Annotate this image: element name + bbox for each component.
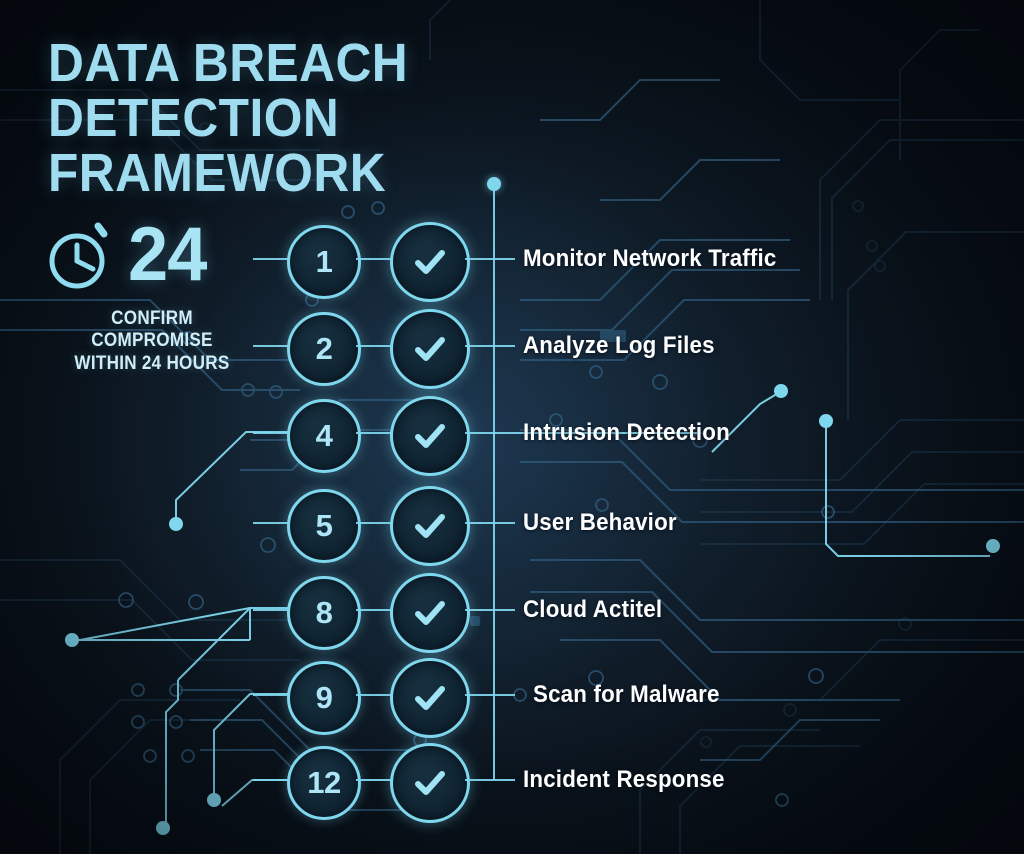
connector-right	[465, 258, 515, 260]
step-label: Incident Response	[523, 766, 725, 793]
deadline-caption-line1: CONFIRM COMPROMISE	[91, 308, 213, 352]
page-title-line2: FRAMEWORK	[48, 143, 387, 204]
connector-right	[465, 522, 515, 524]
deadline-value-row: 24	[46, 212, 258, 298]
page-title-line1: DATA BREACH DETECTION	[48, 33, 409, 149]
check-icon	[415, 514, 445, 538]
step-number-badge[interactable]: 1	[287, 225, 361, 299]
check-icon	[415, 601, 445, 625]
connector-mid	[356, 432, 392, 434]
connector-left	[253, 694, 289, 696]
connector-left	[253, 522, 289, 524]
step-number-badge[interactable]: 5	[287, 489, 361, 563]
connector-left	[253, 609, 289, 611]
step-row[interactable]: 9 Scan for Malware	[0, 650, 1024, 740]
check-icon	[415, 686, 445, 710]
timeline-spine-top-dot	[487, 177, 501, 191]
check-icon	[415, 771, 445, 795]
check-icon	[415, 424, 445, 448]
step-number-badge[interactable]: 2	[287, 312, 361, 386]
connector-left	[253, 779, 289, 781]
step-row[interactable]: 5 User Behavior	[0, 478, 1024, 568]
step-row[interactable]: 4 Intrusion Detection	[0, 388, 1024, 478]
step-label: Monitor Network Traffic	[523, 245, 777, 272]
step-status-badge[interactable]	[390, 396, 470, 476]
step-status-badge[interactable]	[390, 222, 470, 302]
step-row[interactable]: 12 Incident Response	[0, 735, 1024, 825]
step-label: Cloud Actitel	[523, 596, 663, 623]
connector-mid	[356, 694, 392, 696]
connector-mid	[356, 779, 392, 781]
connector-right	[465, 779, 515, 781]
step-number-badge[interactable]: 8	[287, 576, 361, 650]
connector-left	[253, 345, 289, 347]
deadline-caption: CONFIRM COMPROMISE WITHIN 24 HOURS	[57, 308, 248, 375]
connector-right	[465, 432, 697, 434]
connector-right	[465, 609, 515, 611]
step-status-badge[interactable]	[390, 309, 470, 389]
connector-left	[253, 258, 289, 260]
step-status-badge[interactable]	[390, 486, 470, 566]
connector-mid	[356, 345, 392, 347]
connector-right	[465, 694, 515, 696]
step-label: Analyze Log Files	[523, 332, 715, 359]
step-label: Intrusion Detection	[523, 419, 730, 446]
page-title: DATA BREACH DETECTION FRAMEWORK	[48, 33, 692, 204]
deadline-block: 24 CONFIRM COMPROMISE WITHIN 24 HOURS	[46, 212, 258, 375]
step-row[interactable]: 2 Analyze Log Files	[0, 301, 1024, 391]
step-label: User Behavior	[523, 509, 677, 536]
deadline-caption-line2: WITHIN 24 HOURS	[74, 352, 230, 374]
step-row[interactable]: 1 Monitor Network Traffic	[0, 214, 1024, 304]
connector-mid	[356, 522, 392, 524]
step-status-badge[interactable]	[390, 743, 470, 823]
connector-right	[465, 345, 515, 347]
check-icon	[415, 337, 445, 361]
timeline-spine	[493, 183, 495, 780]
step-number-badge[interactable]: 12	[287, 746, 361, 820]
check-icon	[415, 250, 445, 274]
step-status-badge[interactable]	[390, 573, 470, 653]
step-label: Scan for Malware	[533, 681, 720, 708]
deadline-hours-value: 24	[128, 212, 207, 297]
step-number-badge[interactable]: 4	[287, 399, 361, 473]
stopwatch-icon	[49, 222, 108, 289]
connector-mid	[356, 609, 392, 611]
step-row[interactable]: 8 Cloud Actitel	[0, 565, 1024, 655]
connector-mid	[356, 258, 392, 260]
step-number-badge[interactable]: 9	[287, 661, 361, 735]
step-status-badge[interactable]	[390, 658, 470, 738]
connector-left	[253, 432, 289, 434]
